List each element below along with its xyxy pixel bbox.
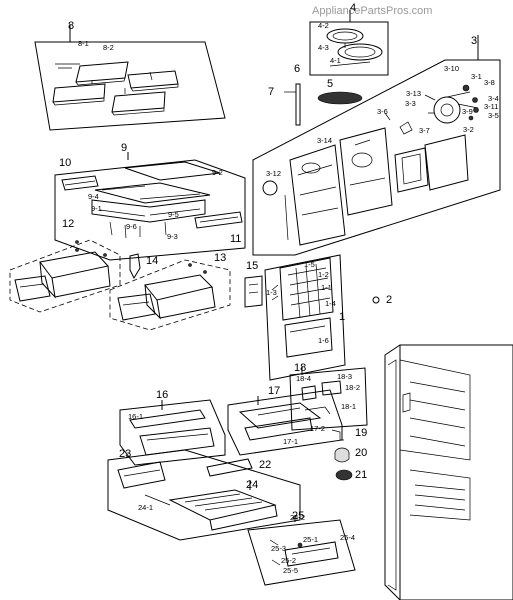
group-1-frame	[264, 254, 380, 381]
callout-13: 13	[214, 252, 227, 264]
callout-23: 23	[119, 448, 132, 460]
callout-4-3: 4-3	[318, 43, 329, 52]
callout-25-3: 25-3	[271, 544, 287, 553]
callout-3-12: 3-12	[266, 169, 282, 178]
callout-3-14: 3-14	[317, 136, 333, 145]
callout-9-6: 9-6	[126, 222, 137, 231]
callout-9-2: 9-2	[212, 168, 223, 177]
parts-19-20-21	[331, 429, 353, 481]
callout-21: 21	[355, 469, 368, 481]
callout-1-4: 1-4	[325, 299, 336, 308]
callout-1-1: 1-1	[321, 283, 332, 292]
callout-8: 8	[68, 20, 75, 32]
callout-1: 1	[339, 311, 346, 323]
callout-11: 11	[230, 233, 242, 245]
callout-1-3: 1-3	[266, 288, 277, 297]
callout-9-5: 9-5	[168, 210, 179, 219]
callout-9-1: 9-1	[91, 204, 102, 213]
callout-10: 10	[59, 157, 72, 169]
callout-7: 7	[268, 86, 275, 98]
callout-12: 12	[62, 218, 75, 230]
callout-25-1: 25-1	[303, 535, 319, 544]
callout-24-1: 24-1	[138, 503, 154, 512]
callout-18: 18	[294, 362, 307, 374]
callout-4-1: 4-1	[330, 56, 341, 65]
callout-1-6: 1-6	[318, 336, 329, 345]
callout-25: 25	[292, 510, 305, 522]
callout-4-2: 4-2	[318, 21, 329, 30]
callout-20: 20	[355, 447, 368, 459]
callout-16: 16	[156, 389, 169, 401]
callout-3-13: 3-13	[406, 89, 422, 98]
group-4-frame	[309, 10, 389, 76]
callout-17: 17	[268, 385, 281, 397]
group-16-frame	[119, 399, 226, 466]
callout-18-4: 18-4	[296, 374, 312, 383]
callout-8-1: 8-1	[78, 39, 89, 48]
callout-1-2: 1-2	[318, 270, 329, 279]
part-22-trim	[206, 458, 253, 477]
callout-3-3: 3-3	[405, 99, 416, 108]
callout-14: 14	[146, 255, 159, 267]
group-13-drawer	[109, 259, 231, 331]
group-9-frame	[54, 152, 246, 261]
group-24-frame	[107, 449, 301, 541]
callout-15: 15	[246, 260, 259, 272]
callout-3-2: 3-2	[463, 125, 474, 134]
callout-16-1: 16-1	[128, 412, 144, 421]
callout-3-4: 3-4	[488, 94, 499, 103]
callout-5: 5	[327, 78, 334, 90]
parts-5-6-7	[284, 83, 363, 126]
group-8-frame	[34, 25, 226, 131]
callout-3-10: 3-10	[444, 64, 460, 73]
callout-17-1: 17-1	[283, 437, 299, 446]
callout-25-2: 25-2	[281, 556, 297, 565]
callout-9-3: 9-3	[167, 232, 178, 241]
callout-18-2: 18-2	[345, 383, 361, 392]
callout-3-9: 3-9	[462, 107, 473, 116]
callout-25-4: 25-4	[340, 533, 356, 542]
callout-3-6: 3-6	[377, 107, 388, 116]
callout-1-5: 1-5	[304, 260, 315, 269]
callout-3-1: 3-1	[471, 72, 482, 81]
group-3-housing	[252, 35, 501, 256]
callout-6: 6	[294, 63, 301, 75]
refrigerator-body	[384, 344, 513, 600]
callout-3-11: 3-11	[484, 102, 499, 111]
watermark: AppliancePartsPros.com	[312, 5, 433, 17]
callout-4: 4	[350, 2, 357, 14]
callout-24: 24	[246, 479, 259, 491]
callout-18-3: 18-3	[337, 372, 353, 381]
callout-18-1: 18-1	[341, 402, 357, 411]
callout-3: 3	[471, 35, 478, 47]
part-15-switch	[244, 275, 263, 308]
callout-9: 9	[121, 142, 128, 154]
callout-19: 19	[355, 427, 368, 439]
callout-25-5: 25-5	[283, 566, 299, 575]
group-12-drawer	[9, 239, 121, 313]
callout-9-4: 9-4	[88, 192, 99, 201]
callout-22: 22	[259, 459, 272, 471]
callout-3-7: 3-7	[419, 126, 430, 135]
part-14-bracket	[129, 253, 141, 280]
callout-24-2: 24-2	[290, 513, 306, 522]
callout-17-2: 17-2	[310, 424, 326, 433]
group-25-frame	[247, 515, 356, 586]
callout-3-5: 3-5	[488, 111, 499, 120]
callout-2: 2	[386, 294, 393, 306]
callout-3-8: 3-8	[484, 78, 495, 87]
callout-8-2: 8-2	[103, 43, 114, 52]
